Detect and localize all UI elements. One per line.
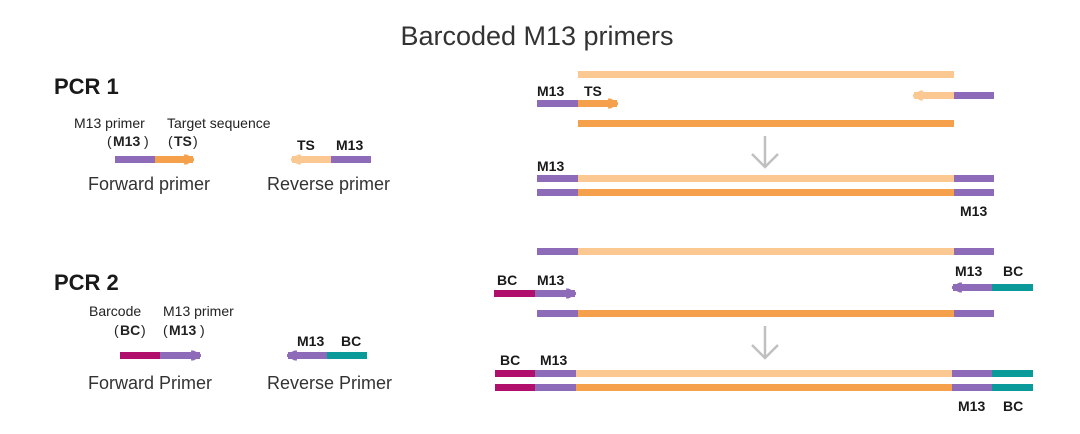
- pcr2-m13-paren-open: (: [163, 322, 168, 338]
- down-arrow-icon: [751, 326, 779, 360]
- pcr2-reverse-caption: Reverse Primer: [267, 373, 392, 393]
- pcr2-reverse-primer: M13 BC Reverse Primer: [267, 333, 392, 393]
- pcr1-product-bottom-m13-right: [954, 189, 994, 196]
- pcr1-reverse-m13: M13: [336, 137, 363, 153]
- pcr1-fwd-m13-segment: [115, 156, 155, 163]
- pcr1-forward-primer: M13 primer ( M13 ) Target sequence ( TS …: [74, 115, 271, 194]
- pcr2-bc-paren-close: ): [141, 322, 146, 338]
- pcr1-ts-abbrev: TS: [174, 133, 192, 149]
- pcr2-rev-bc-segment: [327, 352, 367, 359]
- pcr2-product-bottom-target: [576, 384, 952, 391]
- pcr1-reverse-primer: TS M13 Reverse primer: [267, 137, 390, 194]
- down-arrow-icon: [751, 136, 779, 169]
- pcr2-product-m13-right: M13: [958, 398, 985, 414]
- pcr1-product-top-m13-right: [954, 175, 994, 182]
- pcr2-product-bottom-m13-right: [952, 384, 992, 391]
- pcr2-bc-paren-open: (: [114, 322, 119, 338]
- pcr1-right-fwd-m13: [537, 100, 578, 107]
- pcr2-product-top-bc-right: [992, 370, 1033, 377]
- pcr2-m13-paren-close: ): [200, 322, 205, 338]
- pcr1-reverse-ts: TS: [297, 137, 315, 153]
- pcr1-template-bottom-strand: [578, 120, 954, 127]
- pcr1-product-m13-left: M13: [537, 158, 564, 174]
- pcr1-product-top-target: [578, 175, 954, 182]
- pcr2-template-bottom-target: [578, 310, 954, 317]
- pcr2-product-bottom-bc-left: [495, 384, 535, 391]
- pcr2-right-fwd-bc: [494, 290, 535, 297]
- pcr2-product-bc-right: BC: [1003, 398, 1023, 414]
- pcr2-forward-primer: Barcode ( BC ) M13 primer ( M13 ) Forwar…: [88, 303, 234, 393]
- pcr2-forward-caption: Forward Primer: [88, 373, 212, 393]
- pcr2-template-bottom-m13-left: [537, 310, 578, 317]
- pcr2-right-m13-right: M13: [955, 263, 982, 279]
- pcr1-product-bottom-target: [578, 189, 954, 196]
- pcr1-template-top-strand: [578, 71, 954, 78]
- pcr1-reverse-caption: Reverse primer: [267, 174, 390, 194]
- pcr2-m13-primer-label: M13 primer: [163, 303, 234, 319]
- pcr2-right-rev-bc: [992, 284, 1033, 291]
- pcr1-product: M13 M13: [537, 158, 994, 219]
- pcr2-right-bc-left: BC: [497, 272, 517, 288]
- pcr2-reverse-m13: M13: [297, 333, 324, 349]
- pcr2-template-top-m13-left: [537, 248, 578, 255]
- pcr2-right-bc-right: BC: [1003, 263, 1023, 279]
- pcr1-forward-caption: Forward primer: [88, 174, 210, 194]
- pcr2-product-bottom-bc-right: [992, 384, 1033, 391]
- pcr1-m13-primer-label: M13 primer: [74, 115, 145, 131]
- pcr2-template-top-target: [578, 248, 954, 255]
- pcr2-product-top-target: [576, 370, 952, 377]
- pcr2-product-top-m13-right: [952, 370, 992, 377]
- pcr1-m13-abbrev: M13: [113, 133, 140, 149]
- pcr2-m13-abbrev: M13: [169, 322, 196, 338]
- pcr2-fwd-bc-segment: [120, 352, 160, 359]
- pcr1-ts-paren-close: ): [193, 133, 198, 149]
- pcr1-product-bottom-m13-left: [537, 189, 578, 196]
- pcr1-template-schematic: M13 TS: [537, 71, 994, 127]
- pcr2-reverse-bc: BC: [341, 333, 361, 349]
- pcr2-barcode-label: Barcode: [89, 303, 141, 319]
- pcr1-heading: PCR 1: [54, 74, 119, 99]
- pcr1-rev-m13-segment: [331, 156, 371, 163]
- pcr1-ts-paren-open: (: [168, 133, 173, 149]
- pcr2-product: BC M13 M13 BC: [495, 352, 1033, 414]
- pcr2-template-schematic: BC M13 M13 BC: [494, 248, 1033, 317]
- pcr1-right-m13-label: M13: [537, 83, 564, 99]
- pcr2-product-top-bc-left: [495, 370, 535, 377]
- pcr1-m13-paren-close: ): [144, 133, 149, 149]
- pcr1-target-label: Target sequence: [167, 115, 271, 131]
- pcr2-heading: PCR 2: [54, 270, 119, 295]
- pcr2-template-top-m13-right: [954, 248, 994, 255]
- pcr2-bc-abbrev: BC: [120, 322, 140, 338]
- pcr1-right-rev-m13: [954, 92, 994, 99]
- pcr1-product-top-m13-left: [537, 175, 578, 182]
- diagram-title: Barcoded M13 primers: [400, 21, 673, 51]
- pcr2-product-m13-left: M13: [540, 352, 567, 368]
- pcr2-product-bc-left: BC: [500, 352, 520, 368]
- pcr1-m13-paren-open: (: [107, 133, 112, 149]
- pcr1-right-ts-label: TS: [584, 83, 602, 99]
- pcr2-product-bottom-m13-left: [535, 384, 576, 391]
- pcr2-right-m13-left: M13: [537, 272, 564, 288]
- pcr2-product-top-m13-left: [535, 370, 576, 377]
- pcr2-template-bottom-m13-right: [954, 310, 994, 317]
- pcr1-product-m13-right: M13: [960, 203, 987, 219]
